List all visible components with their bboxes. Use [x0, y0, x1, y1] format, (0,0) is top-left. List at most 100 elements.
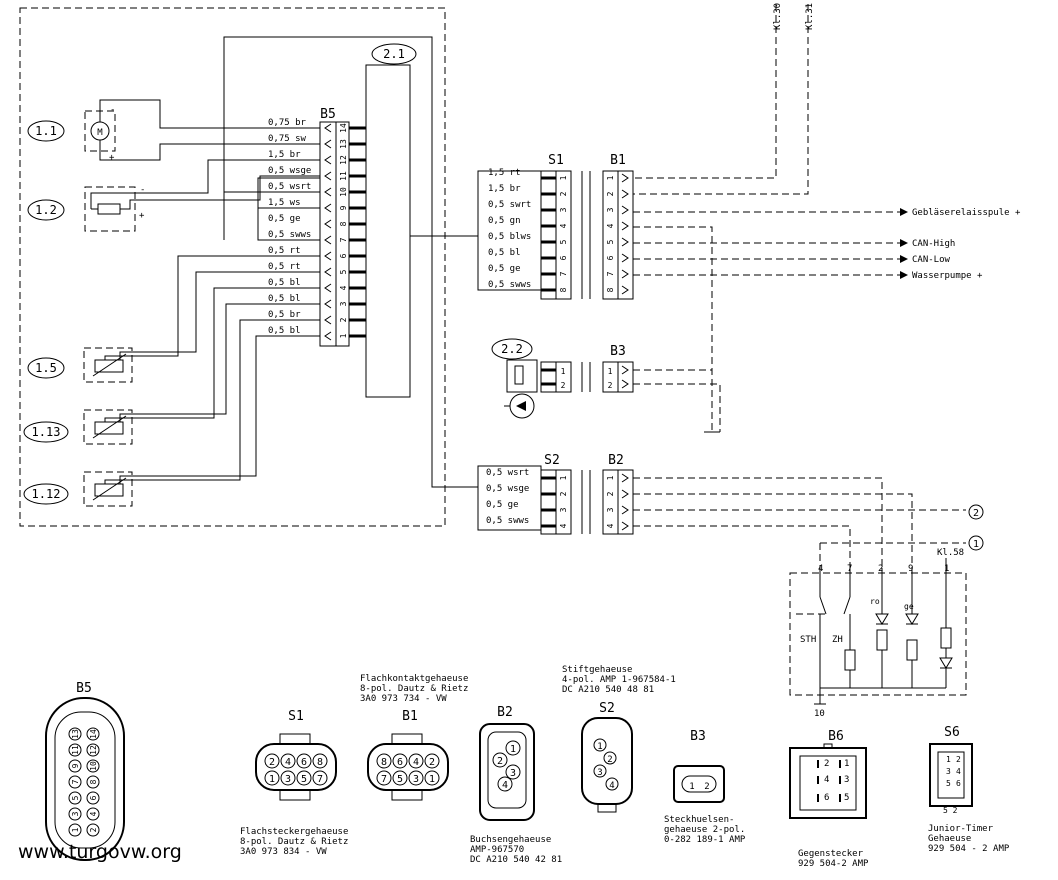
svg-text:8: 8 — [317, 757, 323, 768]
svg-text:7: 7 — [606, 271, 615, 276]
svg-text:Stiftgehaeuse: Stiftgehaeuse — [562, 665, 632, 675]
svg-text:1: 1 — [689, 782, 694, 792]
drawing-b5-housing — [45, 697, 125, 861]
svg-text:4: 4 — [413, 757, 419, 768]
svg-text:4: 4 — [502, 780, 508, 791]
b5-pin-number: 10 — [339, 187, 348, 197]
svg-text:5: 5 — [71, 795, 80, 800]
b5-pin-number: 9 — [339, 205, 348, 210]
svg-text:3: 3 — [413, 774, 419, 785]
output-can-high: CAN-High — [912, 239, 955, 249]
led-ro-icon — [875, 613, 889, 625]
svg-text:8: 8 — [606, 287, 615, 292]
drawing-s6-housing — [929, 743, 973, 807]
svg-text:Buchsengehaeuse: Buchsengehaeuse — [470, 835, 551, 845]
terminal-kl58: Kl.58 — [937, 548, 964, 558]
svg-text:4: 4 — [824, 775, 829, 785]
connector-s2-label: S2 — [544, 453, 560, 468]
caption-b5: Flachsteckergehaeuse 8-pol. Dautz & Riet… — [240, 827, 348, 857]
svg-text:9: 9 — [71, 763, 80, 768]
b5-wire-label: 1,5 ws — [268, 198, 301, 208]
drawing-s6-label: S6 — [944, 725, 960, 740]
b5-pin-number: 7 — [339, 237, 348, 242]
svg-text:Gegenstecker: Gegenstecker — [798, 849, 864, 859]
output-can-low: CAN-Low — [912, 255, 951, 265]
ref-2-1: 2.1 — [383, 47, 405, 61]
pump-coil-icon — [514, 365, 524, 385]
svg-text:2: 2 — [607, 755, 612, 765]
svg-text:1: 1 — [597, 742, 602, 752]
s2-wire-label: 0,5 swws — [486, 516, 529, 526]
control-unit-box — [365, 64, 411, 398]
svg-text:3: 3 — [559, 507, 568, 512]
svg-text:5: 5 — [946, 779, 951, 788]
terminal-kl31: Kl.31 — [805, 3, 815, 30]
b5-wire-label: 0,75 br — [268, 118, 307, 128]
drawing-b3-label: B3 — [690, 729, 706, 744]
ref-2-2-bubble — [491, 338, 533, 360]
svg-text:5: 5 — [606, 239, 615, 244]
b5-wire-label: 0,5 swws — [268, 230, 311, 240]
drawing-b6-label: B6 — [828, 729, 844, 744]
svg-text:1: 1 — [944, 564, 949, 574]
output-wasserpumpe: Wasserpumpe + — [912, 271, 983, 281]
b5-pin-number: 1 — [339, 333, 348, 338]
svg-text:7: 7 — [71, 779, 80, 784]
svg-text:6: 6 — [956, 779, 961, 788]
svg-text:11: 11 — [71, 745, 80, 755]
s1-wire-label: 1,5 rt — [488, 168, 521, 178]
caption-b2: Buchsengehaeuse AMP-967570 DC A210 540 4… — [470, 835, 562, 865]
switch-sth-icon — [819, 596, 827, 615]
svg-text:7: 7 — [317, 774, 323, 785]
svg-text:DC A210 540 48 81: DC A210 540 48 81 — [562, 685, 654, 695]
s2-wire-label: 0,5 wsge — [486, 484, 529, 494]
label-ro: ro — [870, 597, 880, 606]
svg-text:3: 3 — [946, 767, 951, 776]
svg-text:AMP-967570: AMP-967570 — [470, 845, 524, 855]
svg-text:1: 1 — [269, 774, 275, 785]
ref-1-12: 1.12 — [32, 487, 61, 501]
b5-wire-label: 0,5 wsge — [268, 166, 311, 176]
b5-pin-number: 5 — [339, 269, 348, 274]
svg-text:3: 3 — [844, 775, 849, 785]
b5-pin-number: 4 — [339, 285, 348, 290]
s1-wire-label: 0,5 gn — [488, 216, 521, 226]
svg-text:4: 4 — [606, 223, 615, 228]
b5-wire-label: 0,5 ge — [268, 214, 301, 224]
svg-text:1: 1 — [559, 175, 568, 180]
svg-text:5: 5 — [559, 239, 568, 244]
svg-text:2: 2 — [559, 491, 568, 496]
s2-wire-label: 0,5 ge — [486, 500, 519, 510]
svg-text:1: 1 — [71, 827, 80, 832]
svg-text:-: - — [140, 185, 145, 195]
svg-text:8: 8 — [89, 779, 98, 784]
label-ge: ge — [904, 602, 914, 611]
b5-wire-label: 0,5 rt — [268, 262, 301, 272]
svg-text:12: 12 — [89, 745, 98, 755]
ref-1-2-bubble — [27, 199, 65, 221]
b5-pin-number: 12 — [339, 155, 348, 165]
b5-wire-label: 0,5 bl — [268, 326, 301, 336]
caption-s2: Stiftgehaeuse 4-pol. AMP 1-967584-1 DC A… — [562, 665, 676, 695]
ref-1-5-bubble — [27, 357, 65, 379]
svg-text:4: 4 — [559, 223, 568, 228]
svg-text:1: 1 — [973, 539, 979, 550]
svg-text:13: 13 — [71, 729, 80, 739]
b5-pin-number: 11 — [339, 171, 348, 181]
svg-text:2: 2 — [559, 191, 568, 196]
b5-wire-label: 0,5 bl — [268, 278, 301, 288]
svg-text:10: 10 — [814, 709, 825, 719]
drawing-b5-label: B5 — [76, 681, 92, 696]
svg-text:gehaeuse 2-pol.: gehaeuse 2-pol. — [664, 825, 745, 835]
svg-text:8-pol. Dautz & Rietz: 8-pol. Dautz & Rietz — [240, 837, 348, 847]
svg-text:5: 5 — [844, 793, 849, 803]
svg-text:2: 2 — [269, 757, 275, 768]
svg-text:2: 2 — [608, 381, 613, 390]
b5-wire-label: 0,5 wsrt — [268, 182, 311, 192]
b5-wire-label: 0,5 br — [268, 310, 301, 320]
